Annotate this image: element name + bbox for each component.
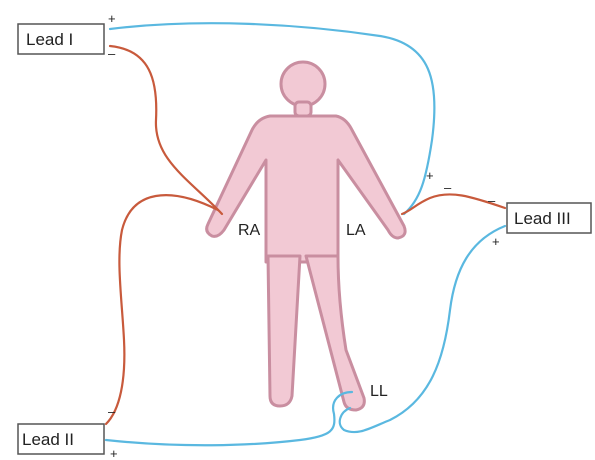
- lead-ii-plus-sign: +: [110, 446, 118, 460]
- lead-i-box: Lead I: [17, 23, 105, 55]
- lead-iii-positive-wire: [338, 224, 507, 434]
- lead-iii-negative-wire: [400, 193, 507, 216]
- figure-neck: [293, 100, 313, 118]
- figure-body: [205, 60, 407, 412]
- lead-wires: [104, 22, 507, 447]
- la-minus-sign: –: [444, 180, 452, 195]
- lead-iii-box: Lead III: [506, 202, 592, 234]
- lead-ii-label: Lead II: [22, 430, 74, 449]
- human-figure: [205, 60, 407, 412]
- figure-torso: [205, 114, 407, 264]
- limb-label-la: LA: [346, 222, 366, 239]
- limb-label-ra: RA: [238, 222, 261, 239]
- lead-iii-minus-sign: –: [488, 193, 496, 208]
- lead-iii-label: Lead III: [514, 209, 571, 228]
- lead-i-positive-wire: [108, 22, 436, 216]
- limb-label-ll: LL: [370, 383, 388, 400]
- figure-leg-right: [266, 254, 302, 408]
- figure-head: [279, 60, 327, 108]
- lead-i-plus-sign: +: [108, 11, 116, 26]
- lead-ii-positive-wire: [104, 390, 354, 447]
- lead-ii-negative-wire: [104, 194, 220, 426]
- lead-i-negative-wire: [108, 44, 224, 216]
- lead-i-label: Lead I: [26, 30, 73, 49]
- la-plus-sign: +: [426, 168, 434, 183]
- lead-ii-minus-sign: –: [108, 404, 116, 419]
- lead-iii-plus-sign: +: [492, 234, 500, 249]
- lead-i-minus-sign: –: [108, 46, 116, 61]
- lead-ii-box: Lead II: [17, 423, 105, 455]
- figure-leg-left: [304, 254, 366, 412]
